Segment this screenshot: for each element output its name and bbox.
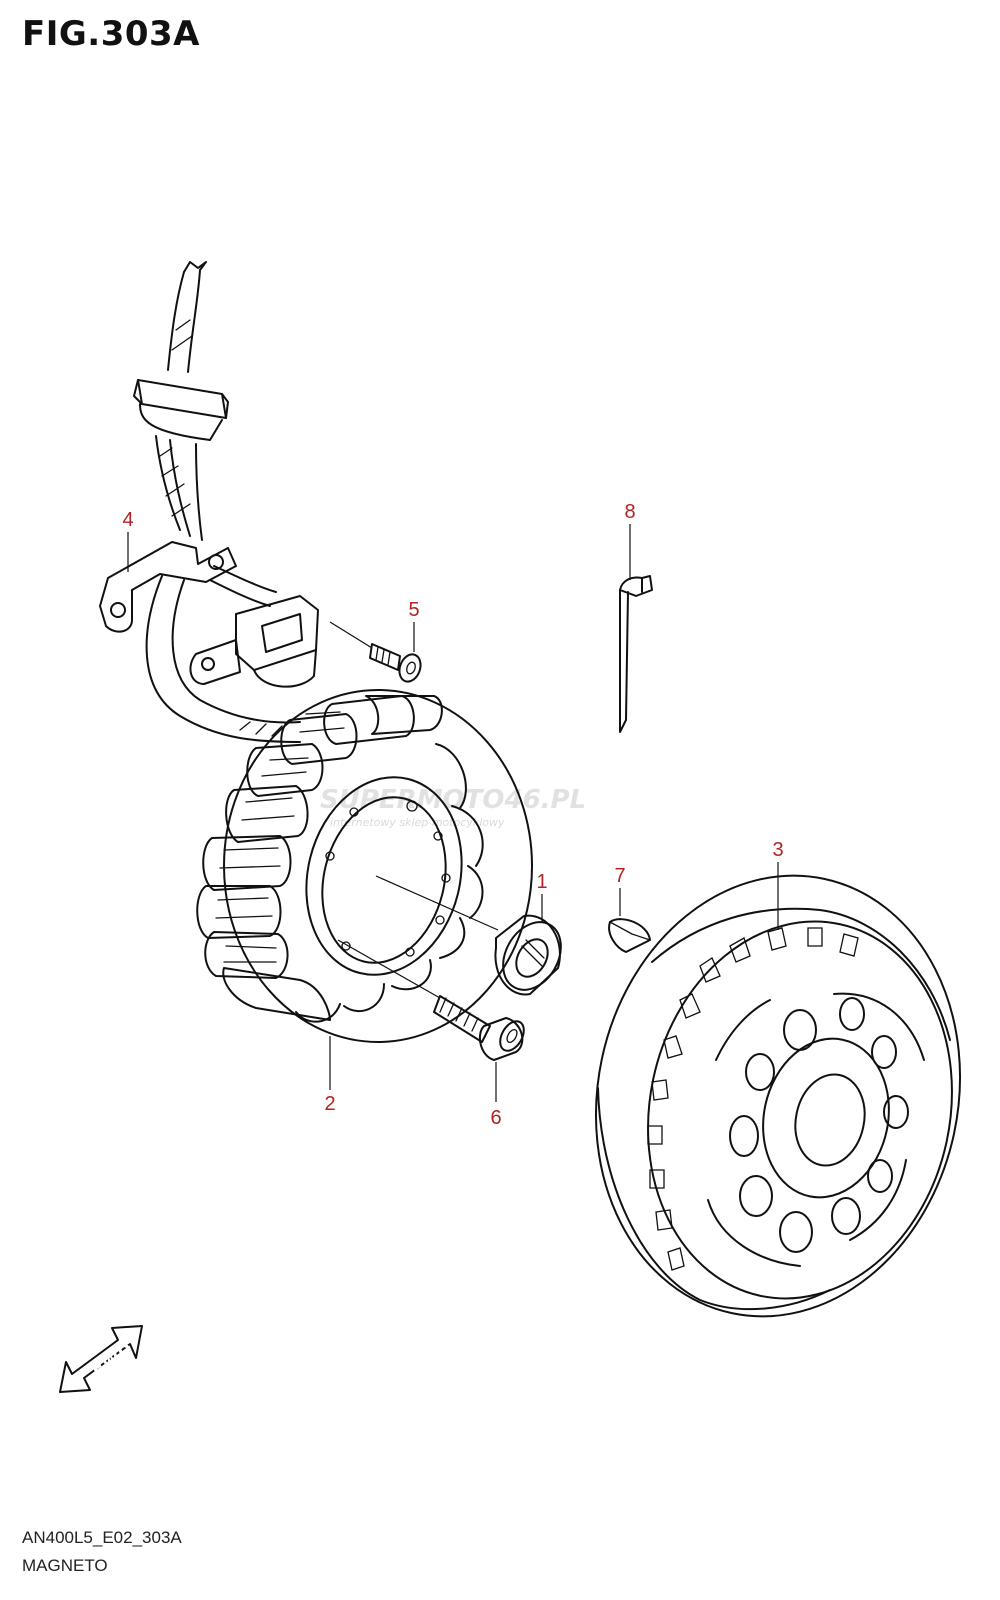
part-2-stator <box>196 689 533 1043</box>
callout-4: 4 <box>122 509 133 531</box>
fwd-arrow: FWD <box>59 1325 143 1393</box>
callout-6: 6 <box>490 1107 501 1129</box>
fwd-label: FWD <box>88 1340 136 1381</box>
callout-7: 7 <box>614 865 625 887</box>
callout-8: 8 <box>624 501 635 523</box>
part-4-wire-harness <box>99 261 319 743</box>
callout-2: 2 <box>324 1093 335 1115</box>
callout-3: 3 <box>772 839 783 861</box>
part-1-nut <box>494 894 562 996</box>
part-7-key <box>608 888 651 953</box>
part-8-clamp <box>619 524 653 733</box>
callouts: 1 2 3 4 5 6 7 8 <box>122 501 783 1129</box>
part-3-rotor <box>594 862 962 1318</box>
figure-title: FIG.303A <box>22 14 200 54</box>
watermark-subtext: internetowy sklep motocyklowy <box>330 816 505 829</box>
figure-name: MAGNETO <box>22 1556 108 1575</box>
watermark-text: SUPERMOTO46.PL <box>320 785 586 815</box>
part-5-screw <box>329 621 422 683</box>
callout-1: 1 <box>536 871 547 893</box>
watermark: SUPERMOTO46.PL internetowy sklep motocyk… <box>320 785 586 829</box>
part-6-bolt <box>433 995 525 1102</box>
figure-code: AN400L5_E02_303A <box>22 1528 182 1547</box>
callout-5: 5 <box>408 599 419 621</box>
